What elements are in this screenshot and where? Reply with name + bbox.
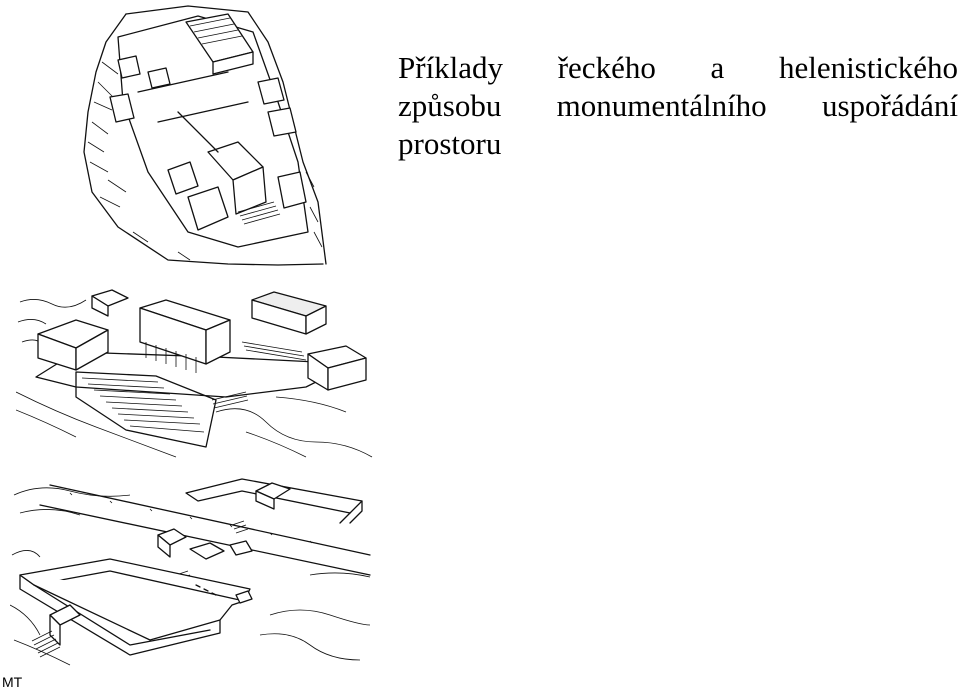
terraced-sanctuary-drawing bbox=[16, 282, 374, 462]
title-line-2: způsobu monumentálního uspořádání bbox=[398, 87, 958, 123]
agora-drawing bbox=[10, 465, 372, 670]
footer-mark: MT bbox=[2, 674, 23, 690]
slide-title: Příklady řeckého a helenistického způsob… bbox=[398, 49, 958, 163]
title-line-1: Příklady řeckého a helenistického bbox=[398, 49, 958, 85]
title-line-3: prostoru bbox=[398, 125, 502, 161]
acropolis-hill-drawing bbox=[78, 2, 328, 267]
